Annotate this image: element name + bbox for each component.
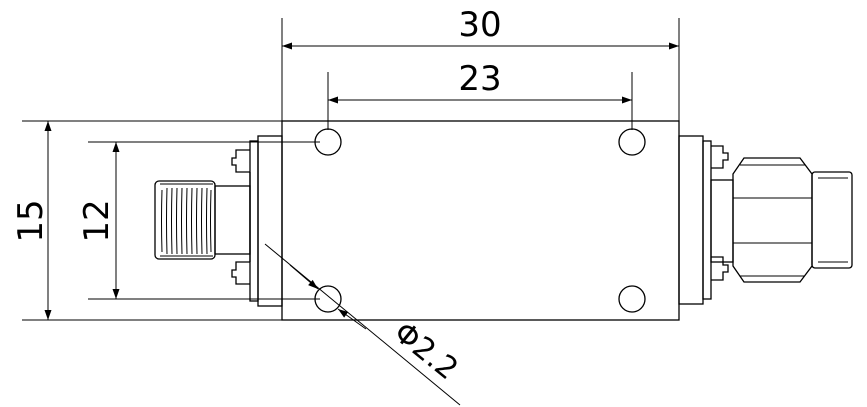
mounting-hole-top-right <box>618 128 646 156</box>
dimension-overall-height <box>22 120 282 321</box>
filter-body <box>281 120 680 321</box>
dimension-label-30: 30 <box>458 5 501 45</box>
dimension-hole-spacing-horizontal <box>327 72 633 130</box>
thread-lines <box>160 183 213 257</box>
left-sma-connector <box>154 135 283 307</box>
dimension-hole-diameter <box>264 243 461 406</box>
dimension-overall-length <box>281 18 680 121</box>
dimension-label-23: 23 <box>458 59 501 99</box>
dimension-label-12: 12 <box>77 199 117 242</box>
dimension-label-15: 15 <box>11 199 51 242</box>
dimension-hole-spacing-vertical <box>88 141 320 300</box>
mounting-hole-bottom-right <box>618 285 646 313</box>
right-sma-connector <box>678 135 853 305</box>
